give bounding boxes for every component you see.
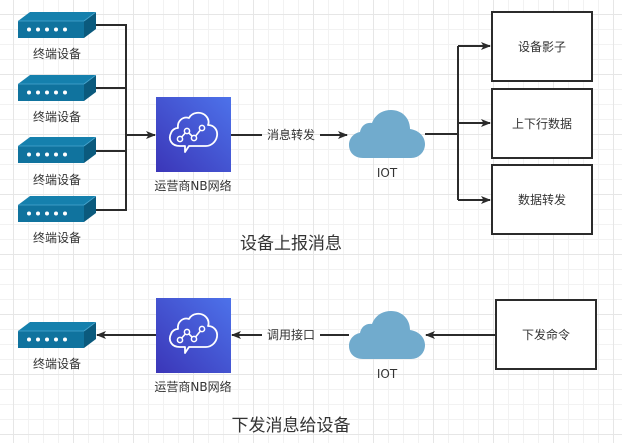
output-label: 上下行数据 [512, 116, 572, 131]
device-label: 终端设备 [33, 46, 81, 61]
output-label: 数据转发 [518, 192, 566, 207]
device-node-2[interactable]: 终端设备 [18, 75, 96, 124]
command-label: 下发命令 [522, 327, 570, 342]
device-label: 终端设备 [33, 230, 81, 245]
nb-network-node-upload[interactable]: 运营商NB网络 [154, 97, 232, 193]
output-connectors [425, 42, 491, 204]
device-node-download[interactable]: 终端设备 [18, 322, 96, 371]
network-switch-icon [18, 12, 96, 38]
edge-label-forward: 消息转发 [267, 127, 315, 142]
cloud-chat-icon [156, 97, 231, 172]
cloud-icon [349, 311, 425, 359]
command-box[interactable]: 下发命令 [495, 299, 597, 370]
device-connectors [96, 24, 156, 211]
section-title-download: 下发消息给设备 [232, 416, 351, 436]
iot-label: IOT [377, 367, 398, 381]
edge-device-trunk [96, 24, 127, 211]
iot-platform-node-download[interactable]: IOT [349, 311, 425, 381]
iot-platform-node-upload[interactable]: IOT [349, 110, 425, 180]
output-box-updown-data[interactable]: 上下行数据 [491, 88, 593, 159]
device-label: 终端设备 [33, 172, 81, 187]
device-label: 终端设备 [33, 356, 81, 371]
network-switch-icon [18, 322, 96, 348]
cloud-icon [349, 110, 425, 158]
network-switch-icon [18, 137, 96, 163]
edge-label-call-api: 调用接口 [267, 327, 315, 342]
network-switch-icon [18, 75, 96, 101]
nb-network-label: 运营商NB网络 [154, 178, 231, 193]
cloud-chat-icon [156, 298, 231, 373]
iot-label: IOT [377, 166, 398, 180]
output-label: 设备影子 [518, 40, 566, 54]
device-node-3[interactable]: 终端设备 [18, 137, 96, 187]
nb-network-node-download[interactable]: 运营商NB网络 [154, 298, 232, 394]
device-node-4[interactable]: 终端设备 [18, 196, 96, 245]
nb-network-label: 运营商NB网络 [154, 379, 231, 394]
device-node-1[interactable]: 终端设备 [18, 12, 96, 61]
network-switch-icon [18, 196, 96, 222]
section-title-upload: 设备上报消息 [240, 234, 342, 254]
device-label: 终端设备 [33, 109, 81, 124]
output-box-device-shadow[interactable]: 设备影子 [491, 11, 593, 82]
output-box-data-forward[interactable]: 数据转发 [491, 164, 593, 235]
